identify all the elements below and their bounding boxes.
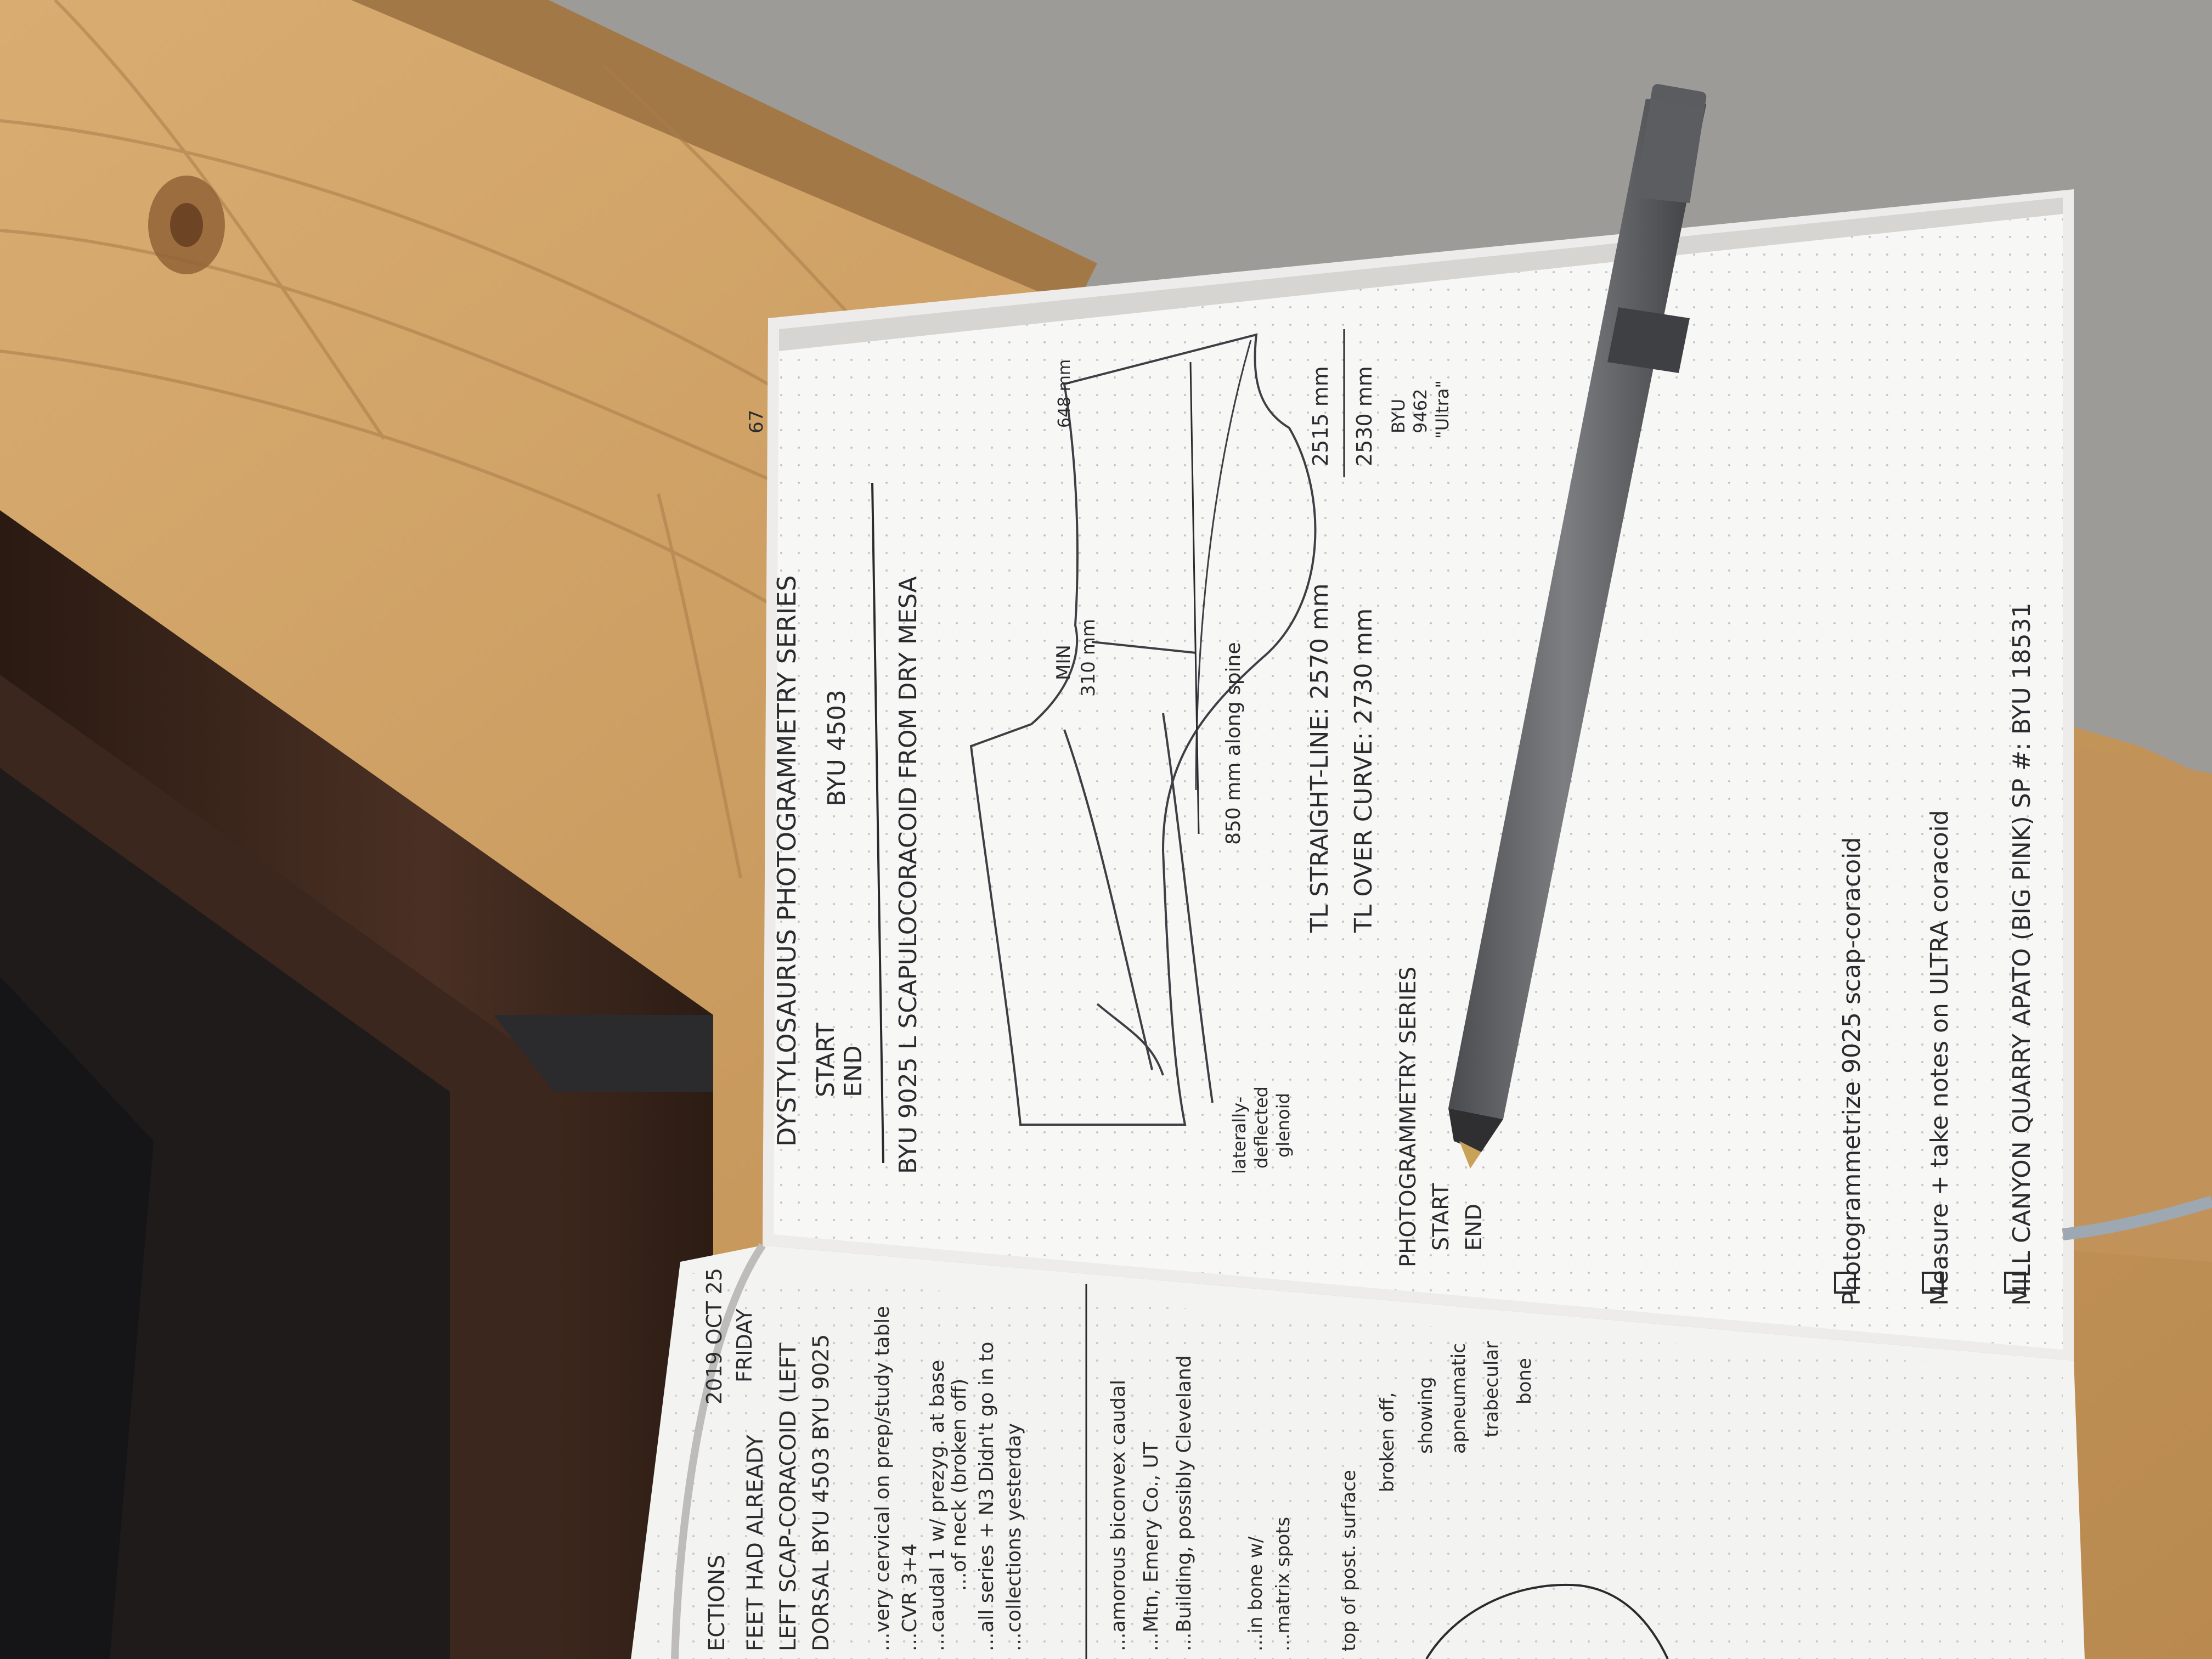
left-section-2-1: ...amorous biconvex caudal: [1107, 1380, 1130, 1651]
min-label-2: 310 mm: [1077, 619, 1099, 697]
ribbon-bookmark: [2062, 1195, 2212, 1240]
checklist-item-1: Photogrammetrize 9025 scap-coracoid: [1838, 837, 1866, 1306]
left-note-1: ...very cervical on prep/study table: [871, 1306, 894, 1651]
left-bottom-7: trabecular: [1481, 1341, 1503, 1437]
page-number: 67: [746, 410, 768, 433]
tl-over-curve: TL OVER CURVE: 2730 mm: [1350, 608, 1378, 933]
ref-specimen-3: "Ultra": [1432, 380, 1453, 439]
tl-straight-line: TL STRAIGHT-LINE: 2570 mm: [1306, 583, 1334, 933]
photo-start: START: [1429, 1183, 1454, 1251]
left-bottom-2: ...matrix spots: [1272, 1517, 1294, 1651]
left-header-1: ECTIONS: [704, 1555, 730, 1651]
left-line-3: DORSAL BYU 4503 BYU 9025: [809, 1334, 834, 1651]
start-label: START: [812, 1023, 840, 1097]
ref-specimen-2: 9462: [1410, 389, 1431, 433]
bone-title: BYU 9025 L SCAPULOCORACOID FROM DRY MESA: [894, 576, 922, 1174]
left-header-2: 2019 OCT 25: [702, 1268, 726, 1404]
left-bone-sketch: [1425, 1583, 1669, 1659]
side-value-1: 2515 mm: [1308, 366, 1333, 466]
left-line-2: LEFT SCAP-CORACOID (LEFT: [776, 1342, 801, 1651]
left-bottom-3: top of post. surface: [1338, 1470, 1360, 1651]
left-bottom-8: bone: [1514, 1358, 1536, 1404]
left-section-2-3: ...Building, possibly Cleveland: [1173, 1355, 1195, 1651]
photo-series: PHOTOGRAMMETRY SERIES: [1396, 967, 1421, 1267]
left-bottom-5: showing: [1415, 1377, 1437, 1454]
end-label: END: [839, 1045, 867, 1097]
left-note-2: ...CVR 3+4: [899, 1543, 921, 1651]
glenoid-label-3: glenoid: [1273, 1093, 1294, 1158]
picture-frame: [0, 510, 713, 1659]
checklist-item-2: Measure + take notes on ULTRA coracoid: [1926, 810, 1954, 1306]
checklist-item-3: MILL CANYON QUARRY APATO (BIG PINK) SP #…: [2008, 602, 2036, 1306]
right-page-writing: 67 DYSTYLOSAURUS PHOTOGRAMMETRY SERIES S…: [746, 329, 2036, 1306]
left-note-6: ...collections yesterday: [1003, 1423, 1025, 1651]
left-bottom-1: ...in bone w/: [1245, 1536, 1267, 1651]
title-underline: [871, 482, 884, 1164]
left-note-3: ...caudal 1 w/ prezyg. at base: [926, 1360, 949, 1651]
left-bottom-6: apneumatic: [1448, 1343, 1470, 1454]
checkbox-icon: [1834, 1272, 2026, 1294]
left-bottom-4: broken off,: [1376, 1392, 1398, 1492]
spine-label: 850 mm along spine: [1222, 642, 1245, 845]
width-label: 648 mm: [1055, 359, 1074, 428]
left-note-5: ...all series + N3 Didn't go in to: [975, 1342, 998, 1651]
left-section-2-2: ...Mtn, Emery Co., UT: [1140, 1441, 1163, 1651]
series-title: DYSTYLOSAURUS PHOTOGRAMMETRY SERIES: [772, 575, 802, 1147]
specimen-id: BYU 4503: [823, 690, 851, 806]
notebook-right-page: [763, 189, 2074, 1361]
photo-end: END: [1462, 1204, 1487, 1251]
side-value-2: 2530 mm: [1352, 366, 1376, 466]
notebook-left-page: [631, 1243, 2085, 1659]
glenoid-label-2: deflected: [1251, 1086, 1272, 1169]
pen: [1448, 84, 1707, 1169]
spine-measure-line: [1189, 362, 1200, 834]
ref-specimen-1: BYU: [1388, 399, 1409, 433]
left-note-4: ...of neck (broken off): [948, 1379, 970, 1591]
left-line-1: FEET HAD ALREADY: [743, 1435, 768, 1651]
min-label-1: MIN: [1053, 645, 1075, 680]
glenoid-label-1: laterally-: [1229, 1097, 1250, 1174]
left-header-3: FRIDAY: [732, 1308, 757, 1383]
left-page-writing: ECTIONS 2019 OCT 25 FRIDAY FEET HAD ALRE…: [702, 1268, 1669, 1659]
